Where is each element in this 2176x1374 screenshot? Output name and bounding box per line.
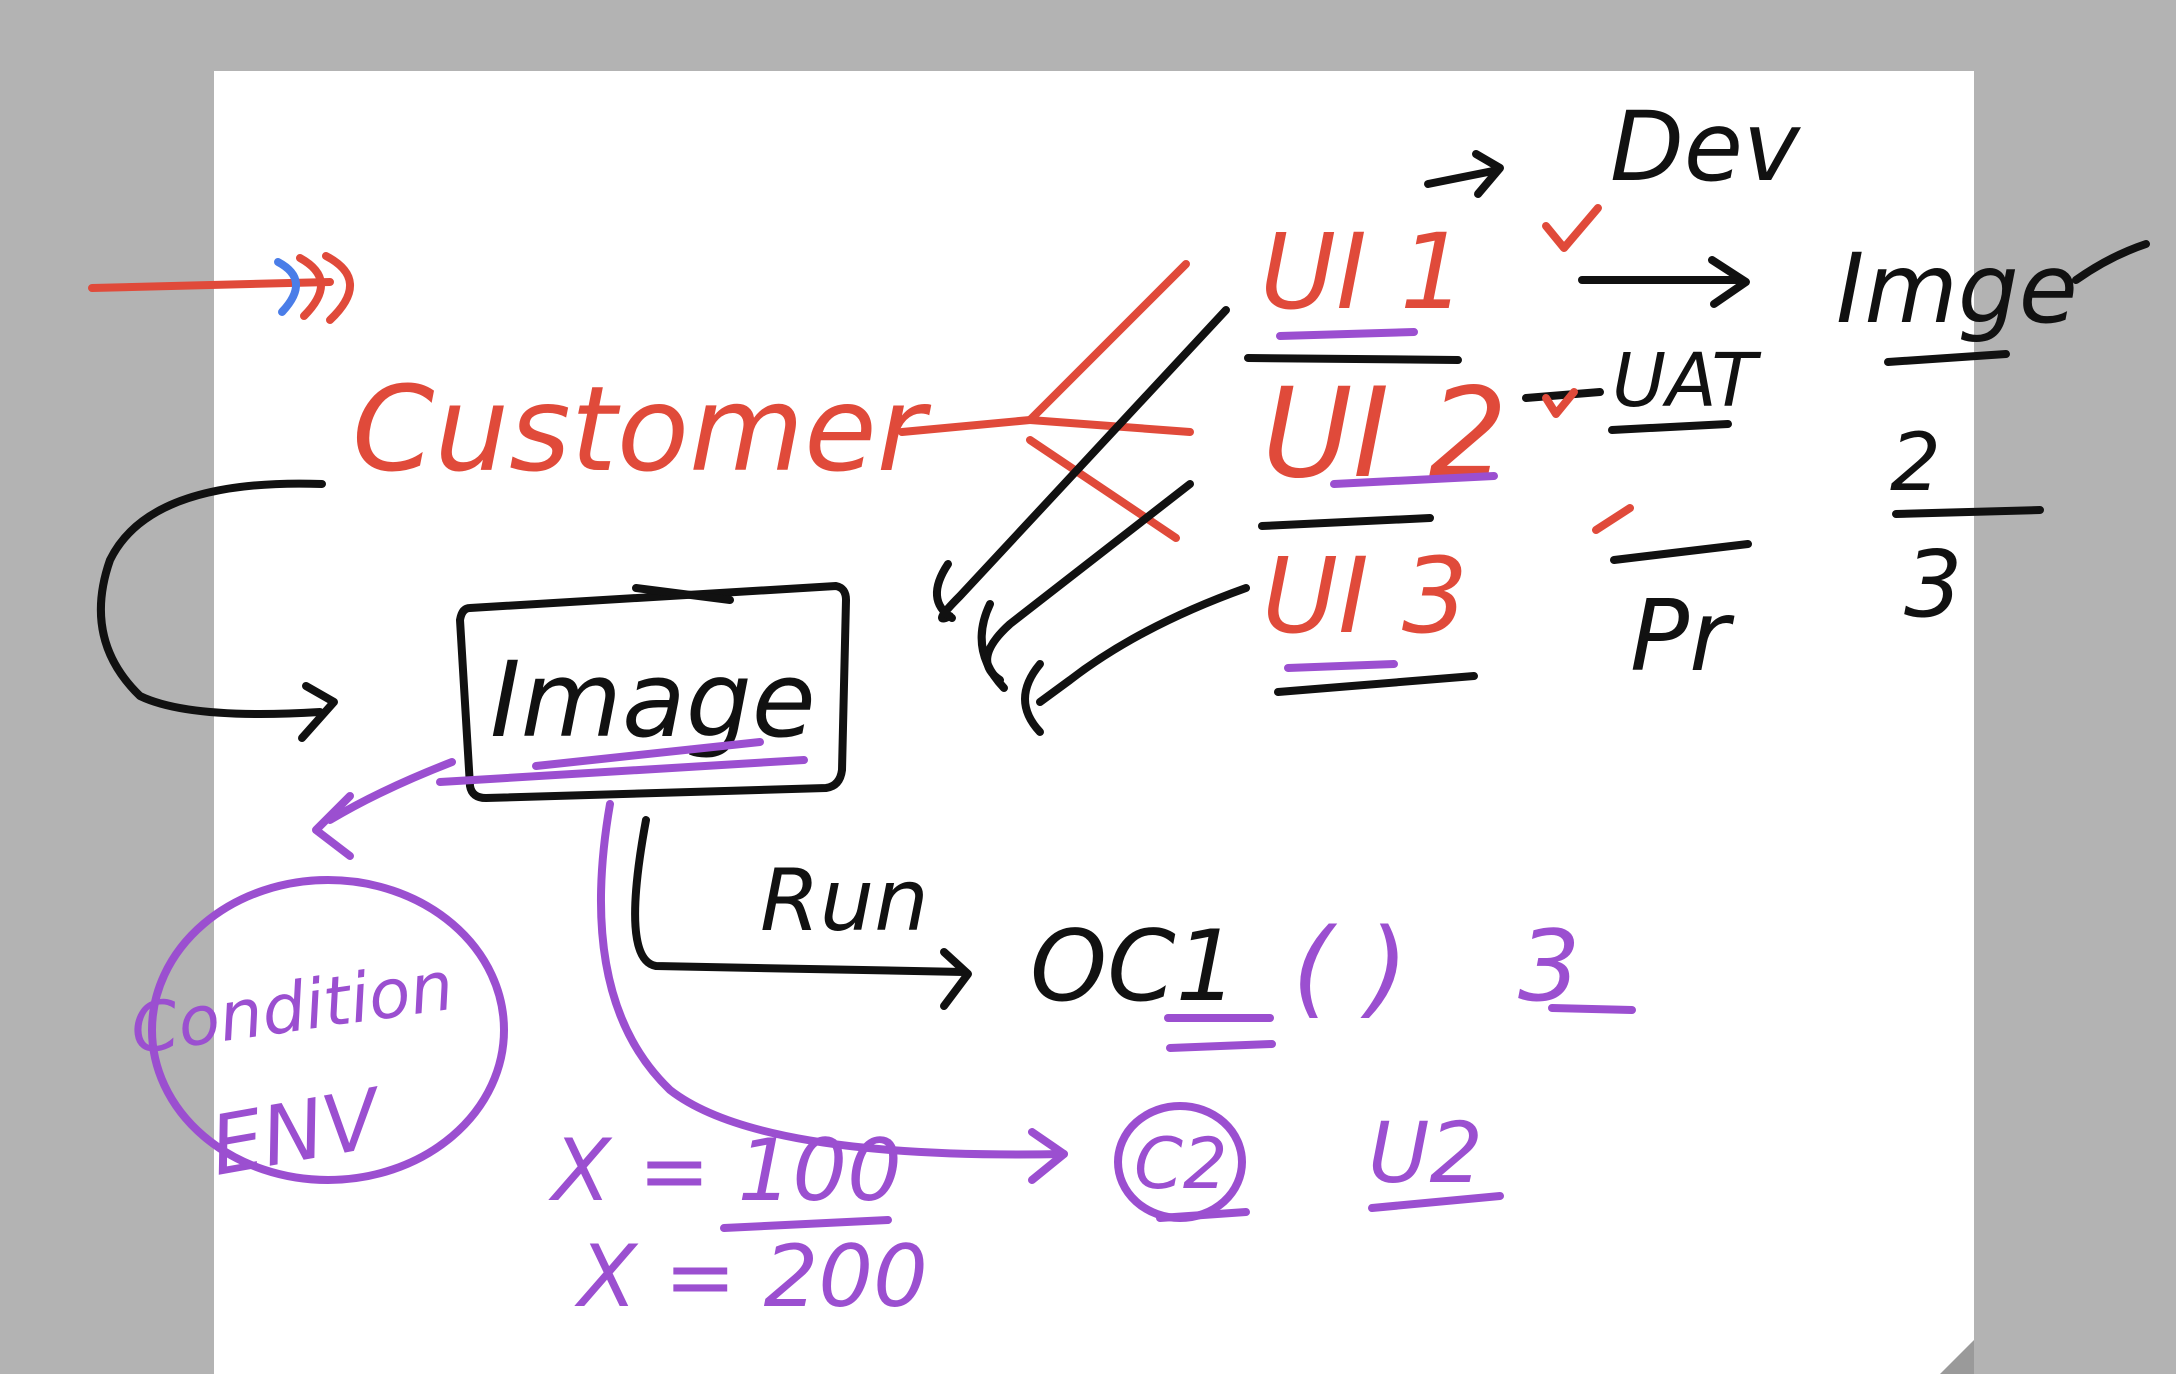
uat-check-icon — [1542, 388, 1578, 418]
ui1-ui2-separator — [1244, 354, 1462, 364]
page-corner-fold — [1940, 1340, 1974, 1374]
c2-underline — [1156, 1208, 1250, 1222]
oc1-underline — [1164, 1014, 1276, 1052]
num3-label: 3 — [1904, 531, 1963, 638]
dev-check-icon — [1542, 204, 1602, 252]
run-arrow-icon — [631, 816, 972, 1010]
ui3-label: UI 3 — [1262, 535, 1468, 657]
prod-arrow-icon — [1610, 540, 1752, 564]
top-left-arrow-icon — [88, 252, 354, 324]
ui3-bottom-line — [1274, 672, 1478, 696]
uat-underline — [1608, 420, 1732, 434]
condition-env-circle — [148, 876, 508, 1184]
image-right-label: Imge — [1836, 233, 2078, 345]
image-underline — [436, 738, 808, 786]
uat-arrow-icon — [1522, 388, 1604, 402]
paren-label: ( ) — [1292, 906, 1408, 1029]
fraction-bar — [1892, 506, 2044, 518]
u2-underline — [1368, 1192, 1504, 1212]
ui2-underline — [1330, 472, 1498, 488]
uat-label: UAT — [1612, 338, 1762, 424]
c2-label: C2 — [1134, 1123, 1227, 1205]
image-right-underline — [1884, 350, 2010, 366]
customer-label: Customer — [352, 360, 932, 498]
whiteboard-sheet — [214, 71, 1974, 1374]
three-underline — [1548, 1004, 1636, 1014]
condition-arrow-icon — [312, 758, 456, 860]
image-right-arrow-icon — [1578, 256, 1750, 308]
x200-label: X = 200 — [574, 1227, 928, 1327]
ui-fan-lines — [932, 306, 1250, 736]
num2-label: 2 — [1890, 416, 1941, 509]
oc1-label: OC1 — [1030, 910, 1238, 1024]
run-label: Run — [760, 851, 929, 951]
x100-underline — [720, 1216, 892, 1232]
ui1-underline — [1276, 328, 1418, 340]
prod-label: Pr — [1630, 580, 1735, 694]
dev-arrow-icon — [1424, 150, 1504, 198]
dev-label: Dev — [1610, 91, 1801, 203]
image-right-tilde-icon — [2072, 240, 2150, 284]
x100-label: X = 100 — [548, 1121, 902, 1221]
loop-arrow-icon — [96, 479, 338, 742]
ui2-ui3-separator — [1258, 514, 1434, 530]
u2-label: U2 — [1368, 1104, 1483, 1202]
image-label: Image — [490, 639, 816, 761]
ui3-underline — [1284, 660, 1398, 672]
customer-connector-lines — [898, 260, 1194, 542]
image-box — [456, 582, 850, 802]
c2-arrow-icon — [596, 800, 1068, 1184]
ui1-label: UI 1 — [1260, 211, 1466, 333]
prod-check-icon — [1592, 504, 1634, 534]
